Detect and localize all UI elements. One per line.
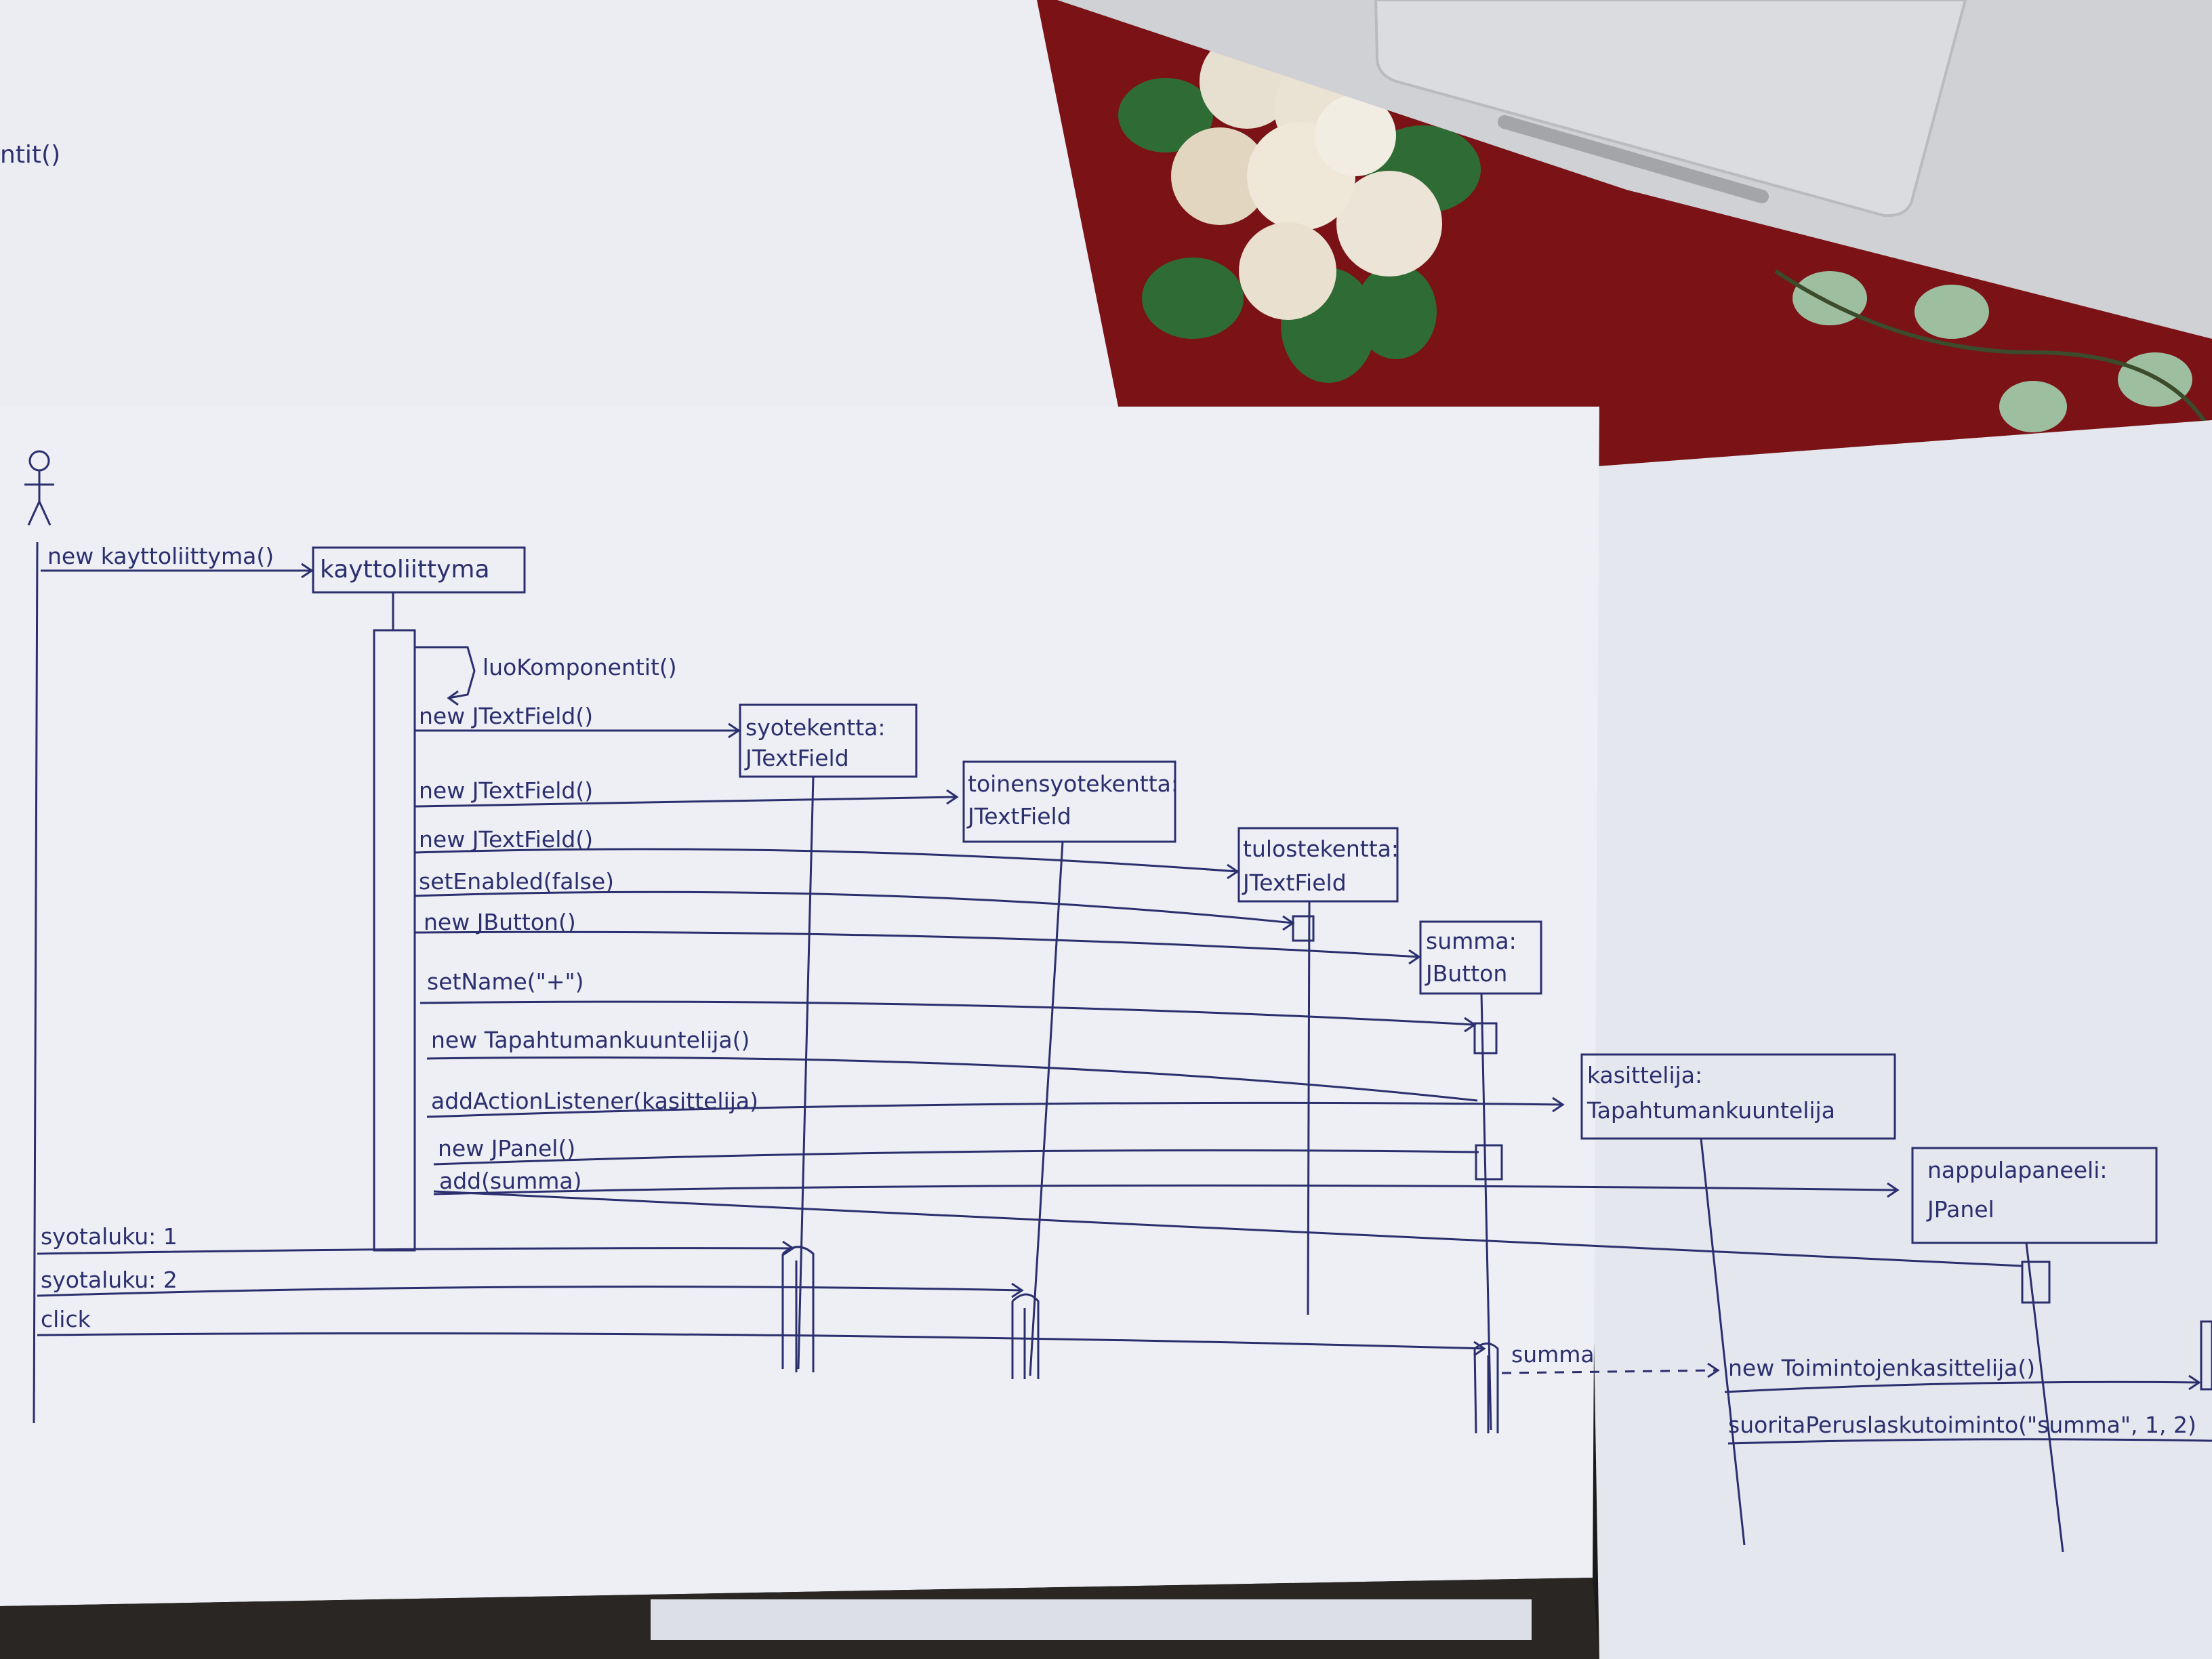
svg-text:new JButton(): new JButton(): [424, 909, 576, 935]
lifeline-head-summa: summa: JButton: [1419, 920, 1542, 995]
svg-text:toinensyotekentta:: toinensyotekentta:: [968, 771, 1179, 797]
top-sheet-text: ntit(): [0, 141, 60, 169]
message-new-jtextfield-1: new JTextField(): [415, 703, 741, 739]
svg-text:new Tapahtumankuuntelija(): new Tapahtumankuuntelija(): [431, 1027, 750, 1053]
lifeline-head-nappulapaneeli: nappulapaneeli: JPanel: [1911, 1147, 2158, 1244]
svg-text:new kayttoliittyma(): new kayttoliittyma(): [47, 543, 274, 569]
svg-text:syotaluku: 2: syotaluku: 2: [41, 1267, 178, 1293]
message-luokomponentit: luoKomponentit(): [415, 646, 677, 706]
svg-text:JTextField: JTextField: [966, 803, 1071, 830]
message-syotaluku-2: syotaluku: 2: [37, 1267, 1024, 1298]
svg-text:JTextField: JTextField: [1242, 869, 1347, 896]
svg-text:nappulapaneeli:: nappulapaneeli:: [1927, 1157, 2107, 1183]
message-new-kayttoliittyma: new kayttoliittyma(): [41, 543, 314, 579]
svg-text:kasittelija:: kasittelija:: [1587, 1062, 1702, 1088]
actor-lifeline: [33, 541, 39, 1424]
svg-text:Tapahtumankuuntelija: Tapahtumankuuntelija: [1586, 1097, 1835, 1124]
lifeline-toinensyotekentta: [1029, 841, 1064, 1376]
svg-text:new JTextField(): new JTextField(): [419, 826, 593, 853]
message-new-toimintojenkasittelija: new Toimintojenkasittelija(): [1724, 1320, 2212, 1393]
top-paper-sheet: [0, 0, 1118, 407]
activation-kayttoliittyma: [373, 629, 416, 1252]
message-setname: setName("+"): [419, 968, 1477, 1033]
right-paper-sheet: [1579, 420, 2212, 1659]
svg-text:addActionListener(kasittelija): addActionListener(kasittelija): [431, 1088, 758, 1114]
activation-summa-2: [1475, 1144, 1503, 1181]
paper-under: [651, 1599, 1532, 1640]
svg-text:JTextField: JTextField: [744, 745, 849, 771]
svg-text:syotekentta:: syotekentta:: [745, 714, 886, 741]
message-new-jpanel: new JPanel(): [433, 1135, 1479, 1166]
svg-text:click: click: [41, 1306, 91, 1332]
message-add-summa: add(summa): [433, 1168, 2023, 1267]
message-new-tapahtumankuuntelija: new Tapahtumankuuntelija(): [426, 1027, 1478, 1102]
message-new-jtextfield-3: new JTextField(): [414, 826, 1240, 880]
laptop-edge: [1498, 115, 1769, 203]
activation-tulostekentta: [1292, 915, 1315, 942]
svg-text:summa: summa: [1511, 1341, 1595, 1368]
svg-text:new JTextField(): new JTextField(): [419, 777, 593, 804]
lifeline-head-tulostekentta: tulostekentta: JTextField: [1237, 827, 1399, 903]
message-new-jtextfield-2: new JTextField(): [414, 777, 959, 808]
main-paper-sheet: [0, 407, 1599, 1606]
message-summa-dashed: summa: [1501, 1341, 1720, 1378]
lifeline-kasittelija: [1700, 1138, 1746, 1546]
svg-text:new Toimintojenkasittelija(): new Toimintojenkasittelija(): [1728, 1355, 2035, 1381]
message-addactionlistener: addActionListener(kasittelija): [426, 1088, 1565, 1118]
svg-text:luoKomponentit(): luoKomponentit(): [483, 654, 677, 680]
svg-text:JButton: JButton: [1425, 960, 1507, 987]
message-setenabled: setEnabled(false): [414, 868, 1295, 931]
lifeline-head-toinensyotekentta: toinensyotekentta: JTextField: [962, 760, 1179, 843]
lifeline-head-kayttoliittyma: kayttoliittyma: [312, 546, 526, 594]
svg-text:JPanel: JPanel: [1926, 1196, 1994, 1223]
message-new-jbutton: new JButton(): [414, 909, 1421, 965]
stick-figure-icon: [24, 450, 54, 526]
svg-text:setEnabled(false): setEnabled(false): [419, 868, 614, 895]
activation-summa-3: [1473, 1343, 1499, 1434]
svg-text:syotaluku: 1: syotaluku: 1: [41, 1223, 178, 1250]
laptop-trackpad: [1374, 0, 1967, 218]
svg-text:new JPanel(): new JPanel(): [438, 1135, 575, 1162]
svg-text:tulostekentta:: tulostekentta:: [1243, 836, 1399, 862]
svg-text:summa:: summa:: [1426, 928, 1517, 954]
lifeline-summa: [1480, 993, 1492, 1431]
lifeline-head-syotekentta: syotekentta: JTextField: [739, 703, 918, 778]
svg-text:suoritaPeruslaskutoiminto("sum: suoritaPeruslaskutoiminto("summa", 1, 2): [1728, 1412, 2196, 1438]
svg-text:setName("+"): setName("+"): [427, 968, 584, 995]
message-syotaluku-1: syotaluku: 1: [37, 1223, 795, 1256]
message-click: click: [37, 1306, 1486, 1357]
svg-text:new JTextField(): new JTextField(): [419, 703, 593, 729]
message-suorita: suoritaPeruslaskutoiminto("summa", 1, 2): [1727, 1412, 2212, 1445]
lifeline-nappulapaneeli: [2025, 1242, 2064, 1553]
lifeline-syotekentta: [797, 776, 815, 1370]
activation-summa-1: [1473, 1022, 1498, 1054]
activation-toinensyotekentta: [1011, 1293, 1040, 1379]
lifeline-tulostekentta: [1307, 901, 1311, 1315]
lifeline-head-kasittelija: kasittelija: Tapahtumankuuntelija: [1580, 1053, 1896, 1140]
activation-nappulapaneeli: [2021, 1261, 2051, 1304]
svg-text:add(summa): add(summa): [439, 1168, 582, 1194]
svg-text:kayttoliittyma: kayttoliittyma: [320, 556, 490, 583]
activation-syotekentta: [781, 1246, 815, 1372]
